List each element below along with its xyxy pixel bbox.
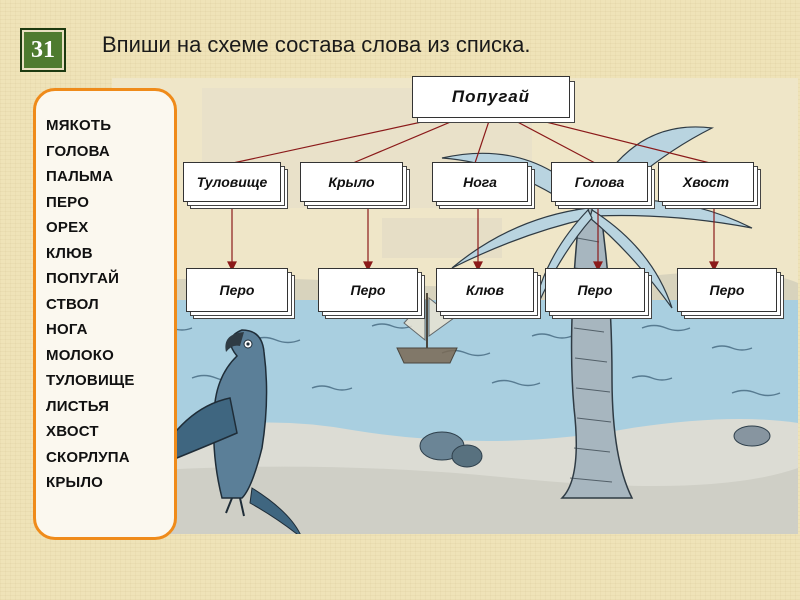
word-list-item: СТВОЛ (46, 295, 99, 313)
diagram-detail-node: Перо (545, 268, 645, 312)
diagram-detail-node: Перо (318, 268, 418, 312)
exercise-title: Впиши на схеме состава слова из списка. (102, 32, 531, 57)
diagram-part-node: Нога (432, 162, 528, 202)
word-list-panel: МЯКОТЬ ГОЛОВА ПАЛЬМА ПЕРО ОРЕХ КЛЮВ ПОПУ… (33, 88, 177, 540)
exercise-number-badge: 31 (20, 28, 66, 72)
word-list-item: СКОРЛУПА (46, 448, 130, 466)
word-list-item: ПОПУГАЙ (46, 270, 120, 287)
word-list-item: ХВОСТ (46, 423, 99, 440)
diagram-part-node: Туловище (183, 162, 281, 202)
diagram-part-node: Хвост (658, 162, 754, 202)
word-list-item: МЯКОТЬ (46, 117, 112, 134)
diagram-part-node: Голова (551, 162, 648, 202)
diagram-detail-node: Клюв (436, 268, 534, 312)
diagram-part-node: Крыло (300, 162, 403, 202)
word-list-item: ОРЕХ (46, 219, 89, 236)
word-list-item: ГОЛОВА (46, 142, 110, 160)
diagram-detail-node: Перо (186, 268, 288, 312)
word-list-item: КРЫЛО (46, 474, 104, 491)
word-list-item: ТУЛОВИЩЕ (46, 372, 135, 389)
word-list-item: НОГА (46, 321, 88, 338)
word-list-item: МОЛОКО (46, 346, 115, 364)
word-list-item: ПАЛЬМА (46, 168, 114, 185)
word-list-item: ЛИСТЬЯ (46, 397, 110, 415)
diagram-root-node: Попугай (412, 76, 570, 118)
word-list-item: ПЕРО (46, 193, 90, 211)
diagram-detail-node: Перо (677, 268, 777, 312)
word-list-item: КЛЮВ (46, 244, 93, 262)
